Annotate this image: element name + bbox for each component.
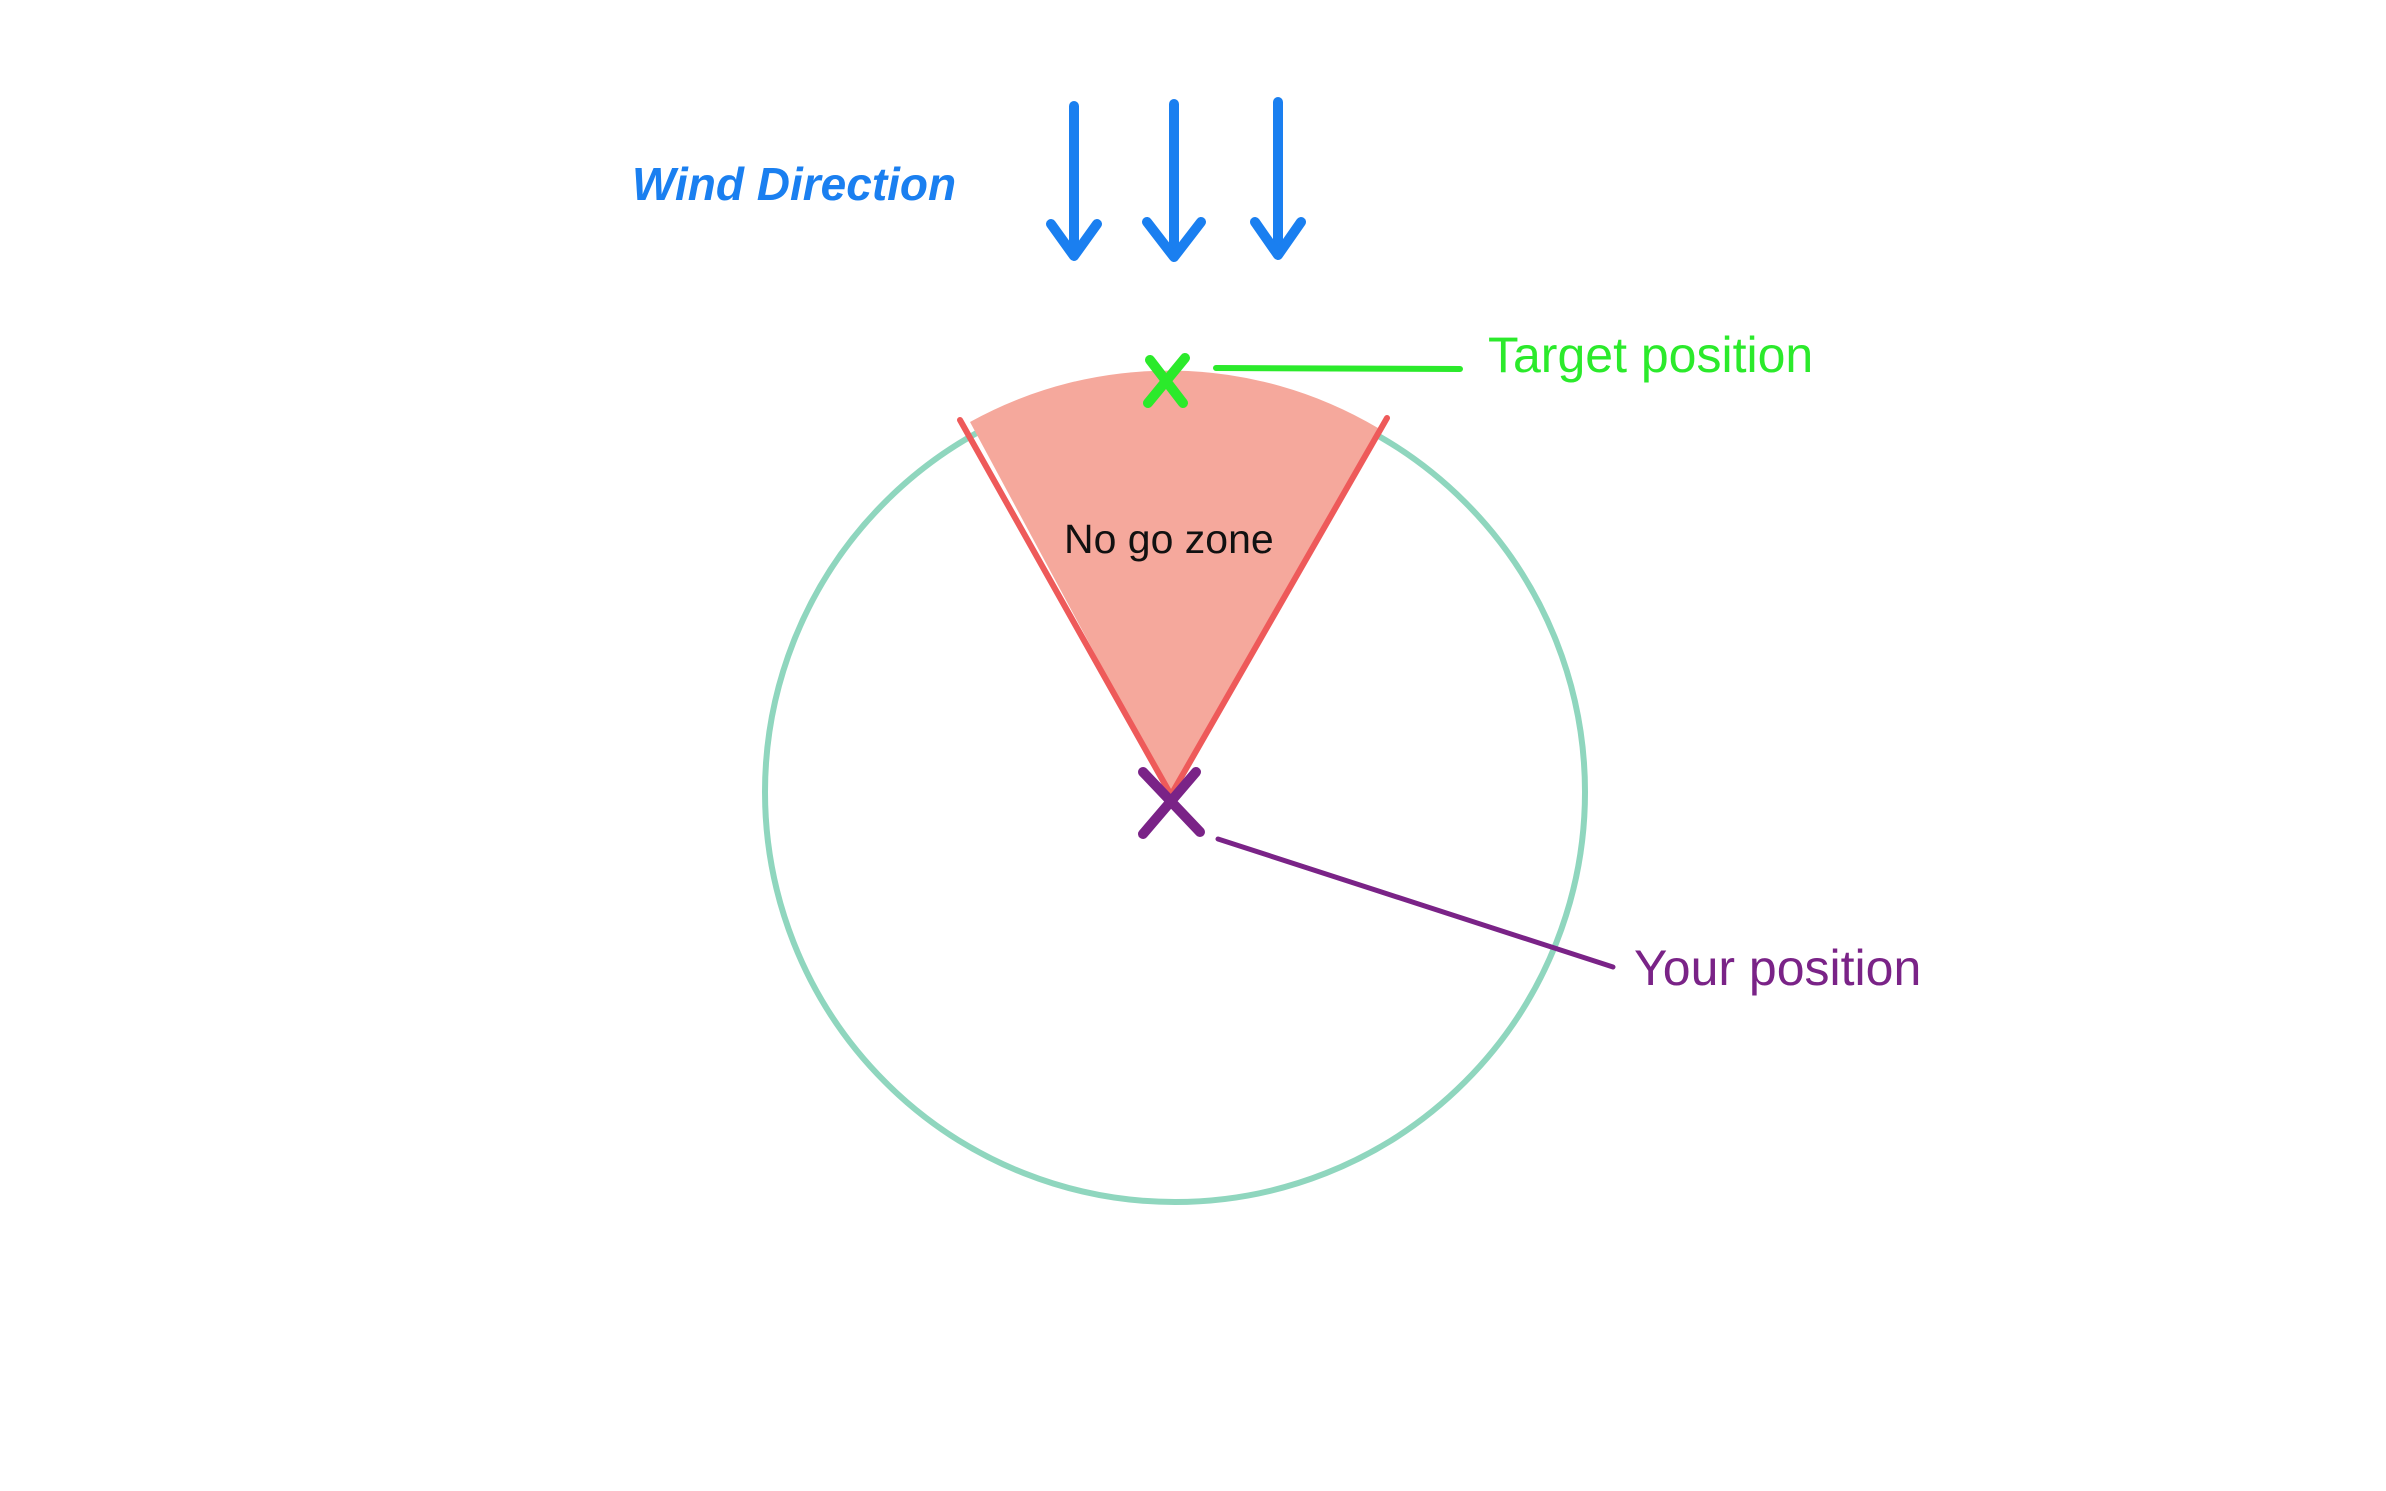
no-go-zone-label: No go zone (1064, 516, 1274, 562)
your-position-leader-line (1215, 836, 1616, 970)
target-position-marker-icon (1143, 353, 1190, 408)
wind-arrow-icon (1046, 101, 1102, 261)
wind-direction-group: Wind Direction (632, 97, 1306, 262)
your-position-label: Your position (1634, 940, 1921, 996)
no-go-zone-right-edge (1168, 415, 1390, 798)
your-position-marker-icon (1138, 767, 1205, 839)
no-go-zone-left-edge (957, 417, 1174, 798)
target-position-label: Target position (1488, 327, 1813, 383)
wind-direction-label: Wind Direction (632, 158, 956, 210)
wind-arrow-icon (1250, 97, 1306, 260)
no-go-zone-wedge (970, 370, 1378, 795)
target-leader-line (1213, 365, 1463, 372)
wind-arrow-icon (1142, 99, 1206, 262)
